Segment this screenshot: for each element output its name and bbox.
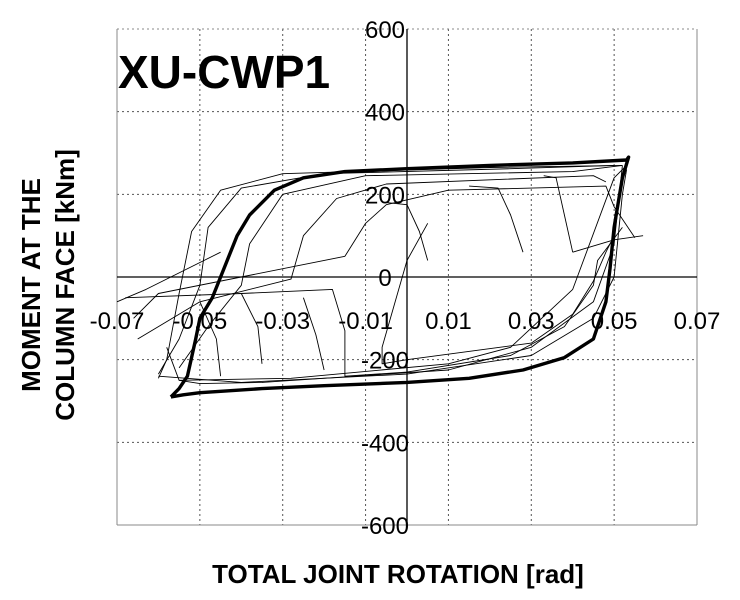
x-tick-label-3: -0.01 [338,308,393,335]
hysteresis-loop-2 [125,227,623,377]
hysteresis-loop-16 [386,202,429,261]
x-tick-label-2: -0.03 [255,308,310,335]
axes [117,29,697,525]
chart-title: XU-CWP1 [118,46,330,98]
y-tick-label-0: -600 [361,513,409,540]
y-tick-label-3: 0 [378,265,391,292]
series-group [116,164,644,385]
hysteresis-loop-9 [157,164,623,379]
y-axis-label-line-2: COLUMN FACE [kNm] [50,149,80,421]
x-tick-label-1: -0.05 [173,308,228,335]
y-tick-label-5: 400 [365,100,405,127]
y-tick-label-1: -400 [361,430,409,457]
hysteresis-loop-10 [116,251,221,303]
hysteresis-loop-4 [166,165,627,381]
envelope-group [169,155,631,399]
y-tick-label-2: -200 [361,348,409,375]
tick-labels: -0.07 -0.05 -0.03 -0.01 0.01 0.03 0.05 0.07 -600… [90,17,721,540]
hysteresis-loop-15 [199,301,222,377]
hysteresis-loop-14 [543,175,574,253]
hysteresis-loop-0 [381,223,615,365]
y-axis-label-line-1: MOMENT AT THE [16,178,46,392]
hysteresis-loop-12 [240,293,263,364]
x-tick-label-5: 0.03 [508,308,555,335]
hysteresis-loop-7 [158,164,615,375]
x-tick-label-6: 0.05 [591,308,638,335]
x-tick-label-4: 0.01 [425,308,472,335]
outer-loop-line [169,155,631,399]
hysteresis-loop-17 [302,297,325,371]
x-axis-label: TOTAL JOINT ROTATION [rad] [212,559,584,589]
y-tick-label-6: 600 [365,17,405,44]
hysteresis-loop-5 [178,164,623,369]
hysteresis-loop-3 [137,175,607,340]
hysteresis-loop-13 [469,185,524,253]
hysteresis-loop-1 [133,185,636,319]
hysteresis-loop-8 [158,169,628,383]
y-tick-label-4: 200 [365,182,405,209]
x-tick-label-0: -0.07 [90,308,145,335]
x-tick-label-7: 0.07 [674,308,721,335]
